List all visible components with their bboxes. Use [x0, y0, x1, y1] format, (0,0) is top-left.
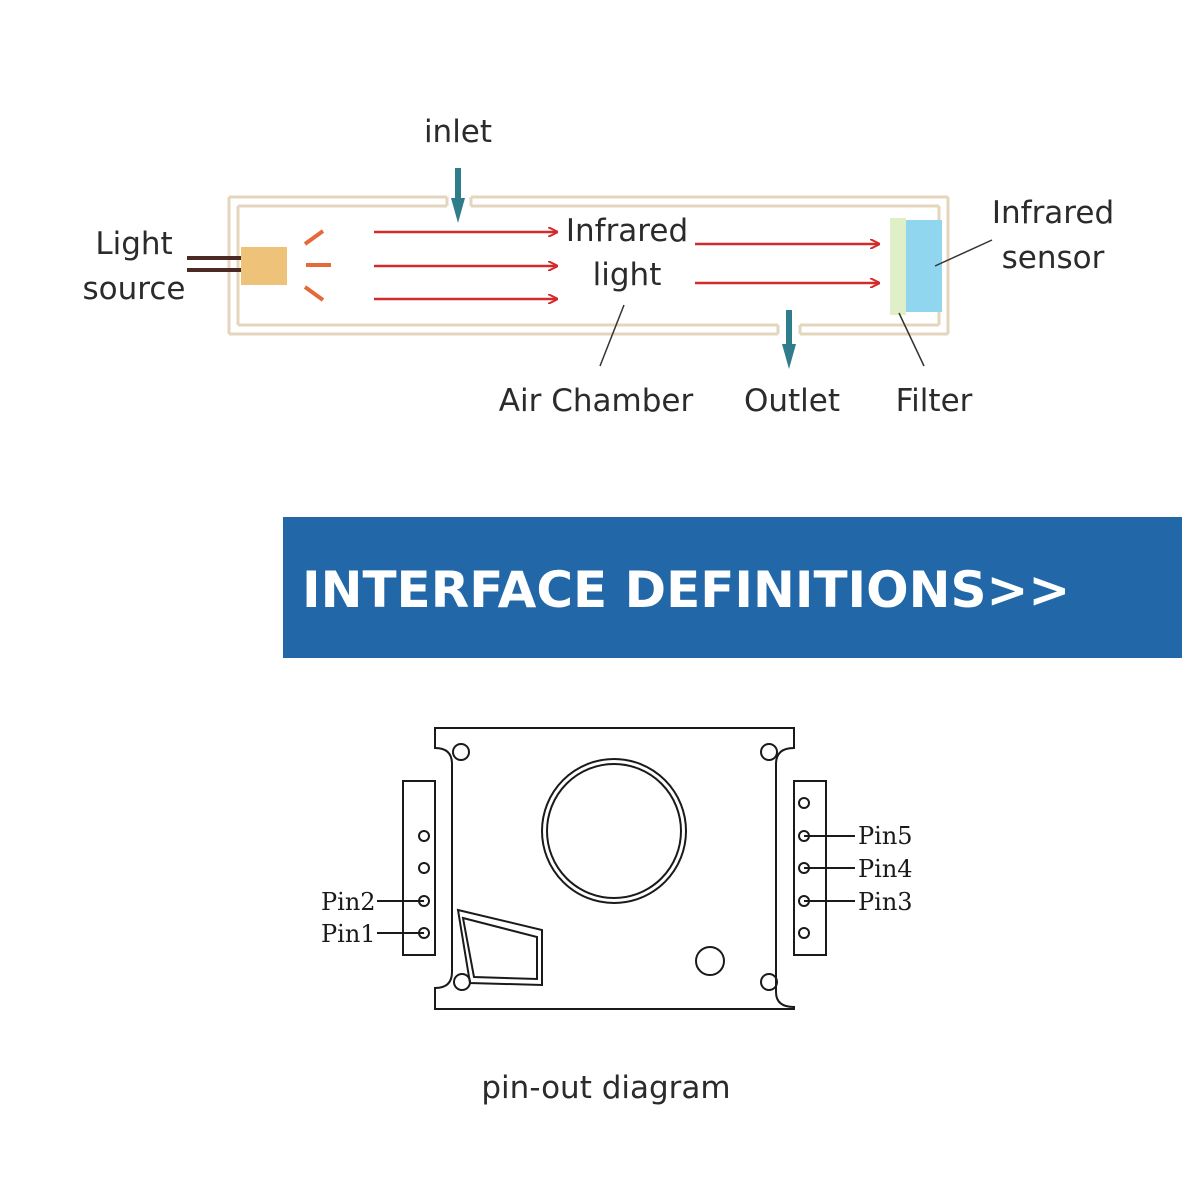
- pin4-label: Pin4: [858, 855, 913, 883]
- interface-definitions-banner: INTERFACE DEFINITIONS>>: [283, 517, 1182, 658]
- mounting-hole: [452, 743, 470, 761]
- pin5-label: Pin5: [858, 822, 913, 850]
- infrared-sensor-label-line2: sensor: [1002, 240, 1105, 276]
- outlet-arrow: [782, 310, 796, 369]
- small-hole: [695, 946, 725, 976]
- inlet-arrow: [451, 168, 465, 223]
- pinout-diagram: [377, 727, 855, 1010]
- pin-labels: Pin2 Pin1 Pin5 Pin4 Pin3: [321, 822, 913, 948]
- optical-window: [541, 758, 687, 904]
- module-outline: [434, 727, 795, 1010]
- component-block: [456, 908, 543, 987]
- leader-lines: [599, 239, 993, 367]
- infrared-light-label-line1: Infrared: [566, 213, 688, 249]
- infrared-light-label-line2: light: [593, 257, 662, 293]
- lamp: [241, 247, 287, 285]
- optical-window-inner: [546, 763, 682, 899]
- pin-hole: [418, 862, 430, 874]
- ndir-principle-diagram: inlet Light source Infrared light Infrar…: [83, 114, 1115, 419]
- emission-ray: [303, 285, 325, 302]
- pin3-label: Pin3: [858, 888, 913, 916]
- mounting-hole: [760, 973, 778, 991]
- pinout-caption: pin-out diagram: [481, 1070, 730, 1106]
- banner-background: [283, 517, 1182, 658]
- pin1-label: Pin1: [321, 920, 376, 948]
- filter: [890, 218, 906, 315]
- light-source-label-line2: source: [83, 271, 186, 307]
- mounting-hole: [453, 973, 471, 991]
- pin-hole: [418, 830, 430, 842]
- light-source: [187, 229, 331, 302]
- infrared-rays: [374, 232, 879, 299]
- pin2-label: Pin2: [321, 888, 376, 916]
- infrared-sensor-label-line1: Infrared: [992, 195, 1114, 231]
- inlet-label: inlet: [424, 114, 492, 150]
- banner-title: INTERFACE DEFINITIONS>>: [302, 561, 1070, 619]
- air-chamber-label: Air Chamber: [499, 383, 694, 419]
- left-connector: [402, 780, 436, 956]
- mounting-hole: [760, 743, 778, 761]
- filter-label: Filter: [896, 383, 973, 419]
- pin-hole: [798, 797, 810, 809]
- outlet-label: Outlet: [744, 383, 840, 419]
- emission-ray: [303, 229, 325, 246]
- light-source-label-line1: Light: [95, 226, 172, 262]
- pin-hole: [798, 927, 810, 939]
